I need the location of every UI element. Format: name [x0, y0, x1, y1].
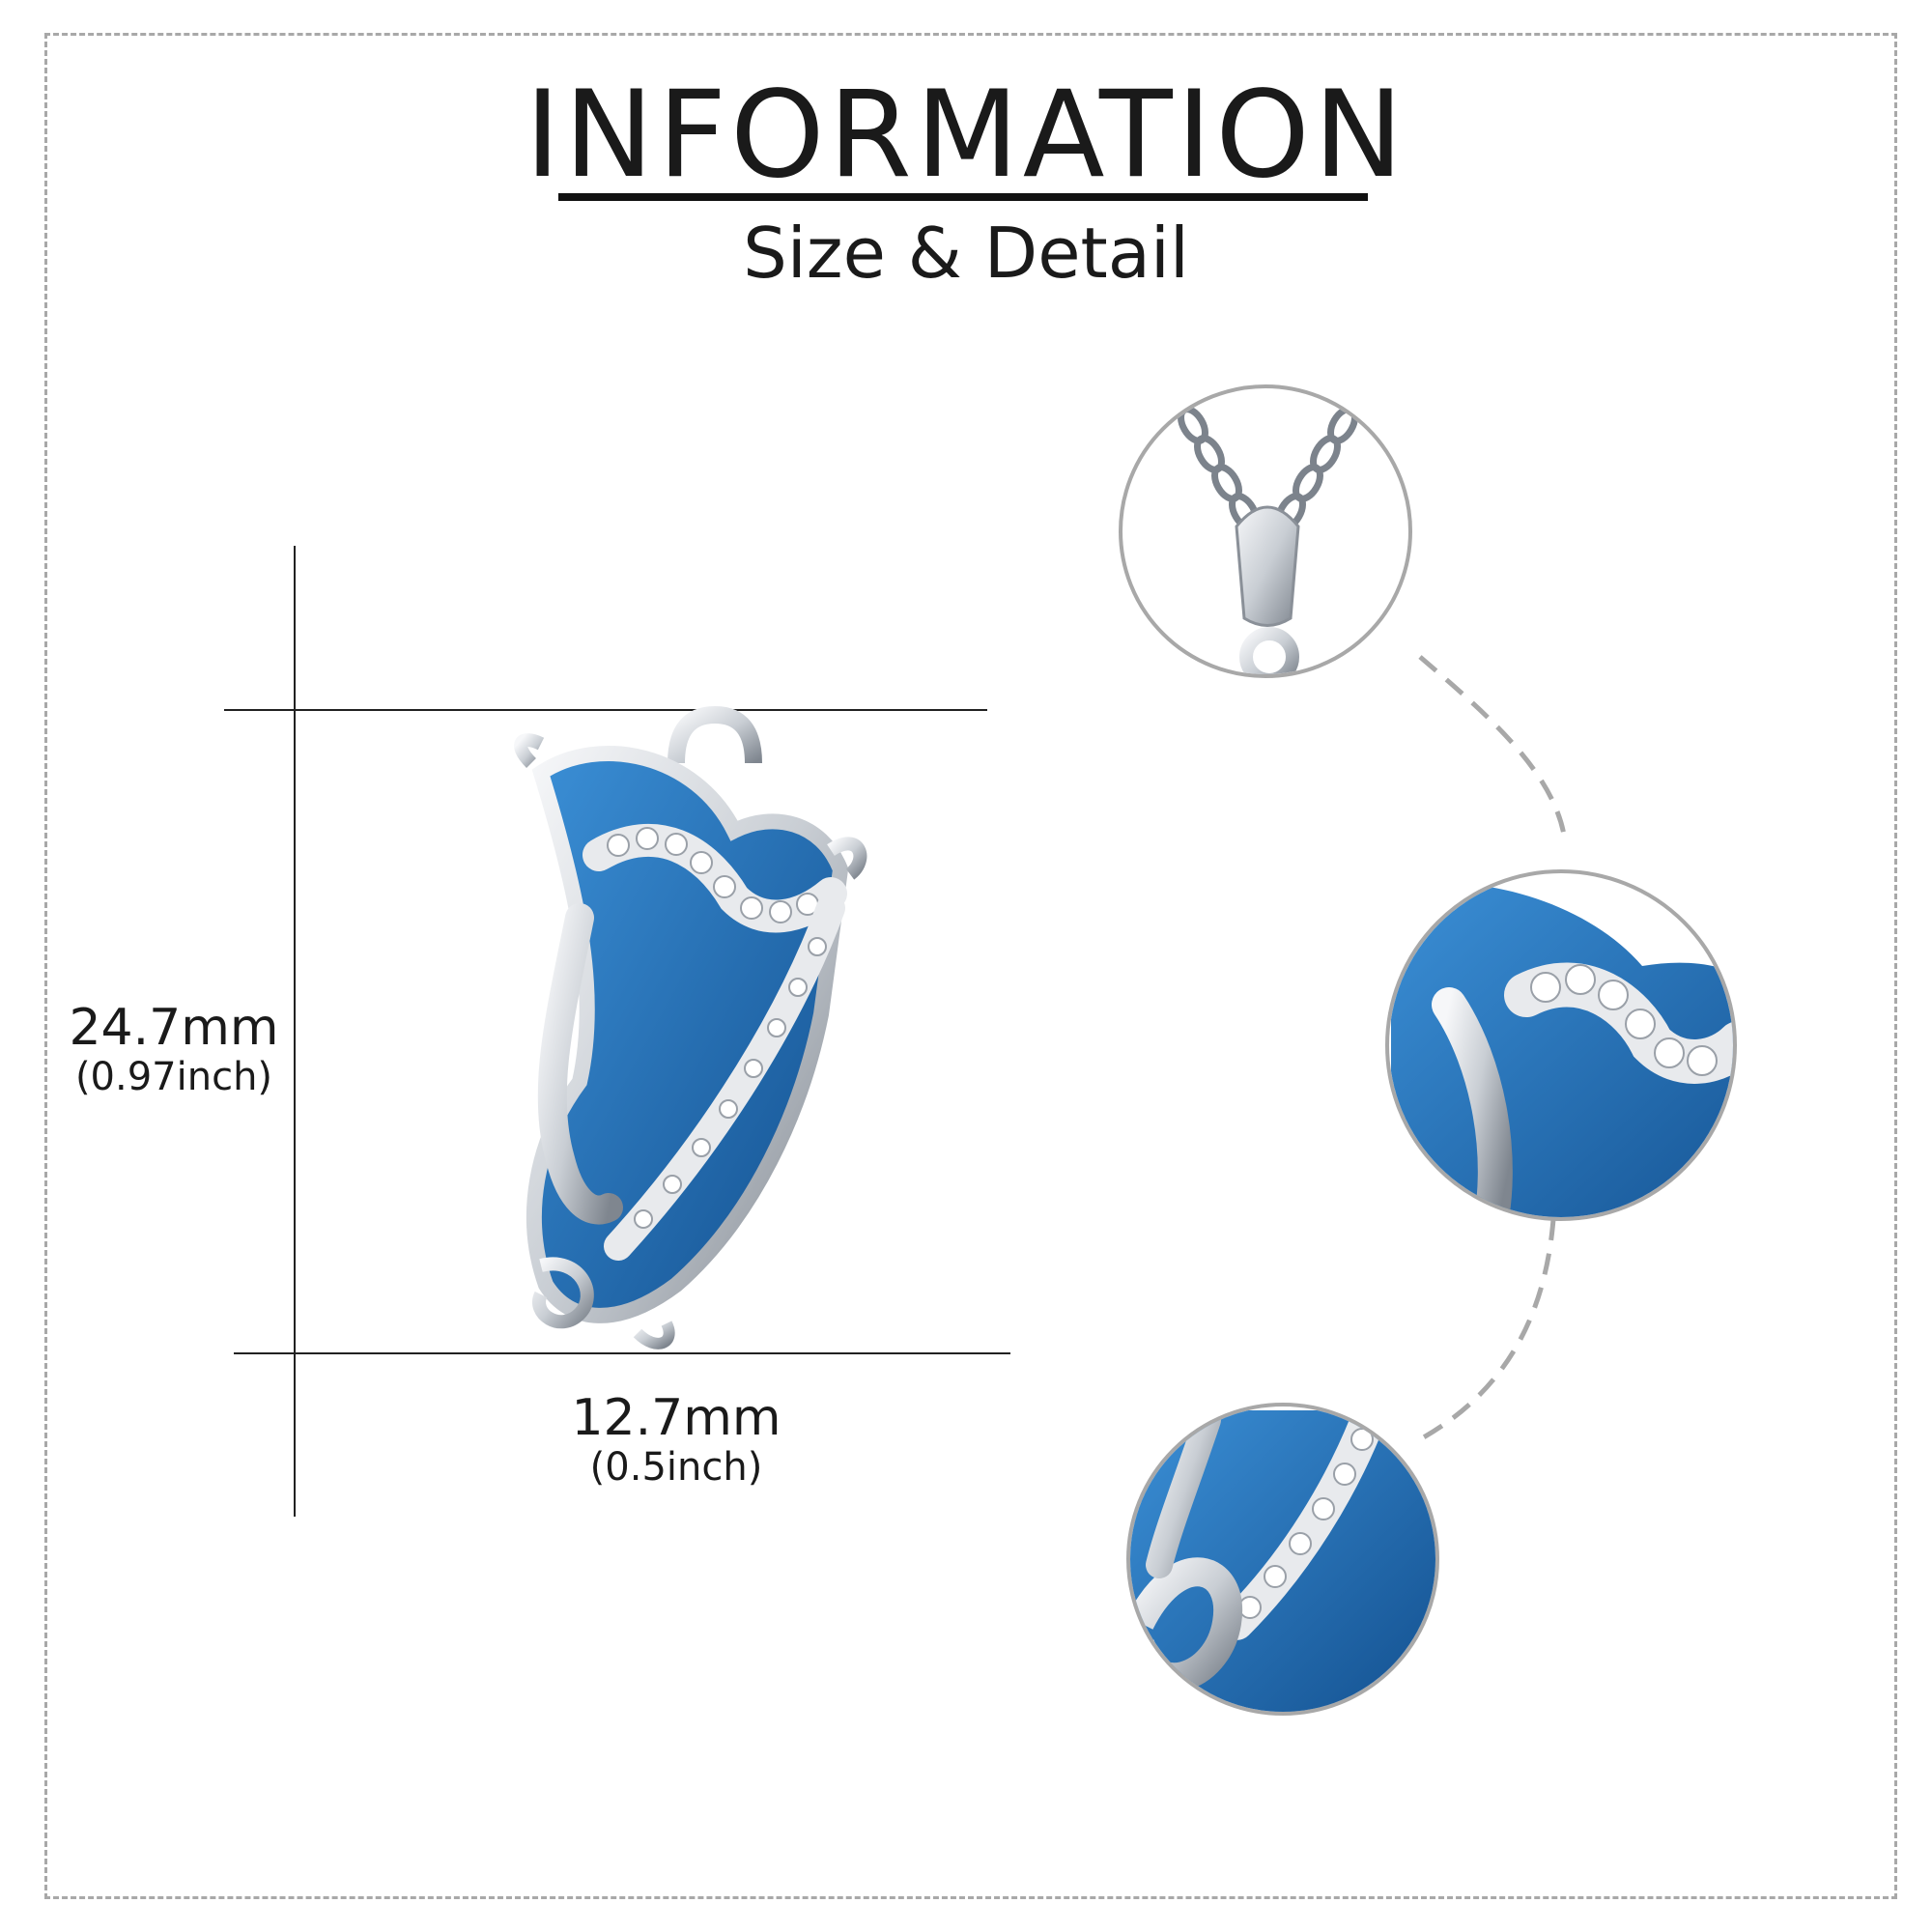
title-underline: [558, 193, 1368, 201]
detail-circle-arch: [1385, 869, 1737, 1221]
width-mm: 12.7mm: [571, 1389, 781, 1447]
connector-top: [1418, 655, 1568, 841]
detail-circle-scroll: [1126, 1403, 1439, 1716]
height-dimension: 24.7mm (0.97inch): [58, 999, 290, 1100]
harp-pendant: [514, 705, 867, 1350]
top-guide-line: [224, 709, 987, 711]
connector-bottom: [1418, 1218, 1556, 1442]
vertical-guide-line: [294, 546, 296, 1517]
bottom-guide-line: [234, 1352, 1010, 1354]
width-inch: (0.5inch): [589, 1445, 763, 1491]
page-subtitle: Size & Detail: [743, 213, 1189, 294]
page-title: INFORMATION: [525, 66, 1407, 205]
width-dimension: 12.7mm (0.5inch): [560, 1389, 792, 1491]
dashed-frame: [44, 33, 1897, 1899]
height-inch: (0.97inch): [74, 1055, 273, 1100]
detail-circle-bail: [1119, 384, 1412, 678]
height-mm: 24.7mm: [69, 999, 279, 1057]
